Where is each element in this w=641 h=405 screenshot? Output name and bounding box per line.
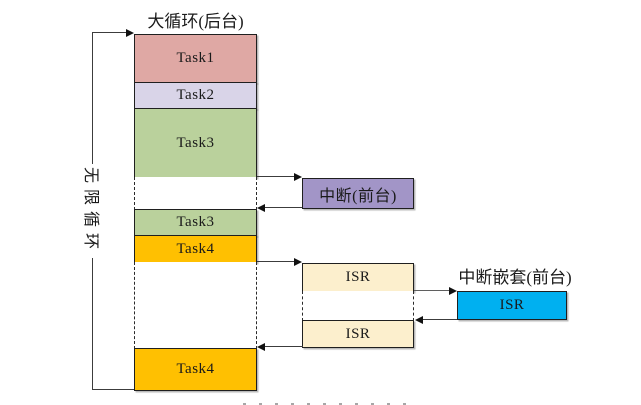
arrow-task3-to-interrupt-head-icon bbox=[294, 172, 302, 181]
isr-label: ISR bbox=[345, 325, 371, 342]
loop-bottom-line bbox=[92, 389, 134, 390]
interrupt-foreground-box: 中断(前台) bbox=[302, 178, 414, 209]
interrupted-gap-region bbox=[134, 177, 257, 210]
isr-box-1: ISR bbox=[302, 263, 414, 292]
nested-interrupt-title: 中断嵌套(前台) bbox=[458, 268, 572, 287]
loop-top-line bbox=[92, 32, 127, 33]
isr-label: ISR bbox=[345, 269, 371, 285]
arrow-nested-isr-return-line bbox=[421, 319, 457, 320]
task-label: Task2 bbox=[176, 87, 215, 103]
isr-label: ISR bbox=[499, 297, 525, 313]
task-label: Task3 bbox=[176, 134, 215, 151]
background-loop-title: 大循环(后台) bbox=[147, 12, 244, 31]
task-label: Task1 bbox=[176, 50, 215, 66]
cutoff-caption-fragment bbox=[243, 403, 408, 405]
infinite-loop-label: 无限循环 bbox=[81, 163, 105, 259]
arrow-isr-to-nested-isr-head-icon bbox=[449, 286, 457, 295]
task-box-task2: Task2 bbox=[134, 82, 257, 109]
arrow-isr-return-to-task4-line bbox=[263, 346, 303, 347]
arrow-isr-to-nested-isr-line bbox=[414, 290, 450, 291]
arrow-nested-isr-return-head-icon bbox=[415, 315, 423, 324]
interrupted-gap-region bbox=[134, 262, 257, 349]
task-box-task3: Task3 bbox=[134, 108, 257, 178]
arrow-interrupt-return-head-icon bbox=[257, 203, 265, 212]
isr-interrupted-gap-region bbox=[302, 291, 414, 321]
arrow-isr-return-to-task4-head-icon bbox=[257, 342, 265, 351]
arrow-task3-to-interrupt-line bbox=[257, 176, 297, 177]
task-label: Task4 bbox=[176, 240, 215, 257]
task-label: Task4 bbox=[176, 361, 215, 377]
arrow-task4-to-isr-head-icon bbox=[294, 257, 302, 266]
isr-box-2: ISR bbox=[302, 320, 414, 348]
arrow-task4-to-isr-line bbox=[257, 261, 297, 262]
task-label: Task3 bbox=[176, 214, 215, 230]
task-box-task3-resumed: Task3 bbox=[134, 209, 257, 236]
arrow-interrupt-return-line bbox=[263, 207, 302, 208]
task-box-task4: Task4 bbox=[134, 235, 257, 263]
nested-isr-box: ISR bbox=[457, 291, 567, 320]
task-box-task4-resumed: Task4 bbox=[134, 348, 257, 391]
interrupt-label: 中断(前台) bbox=[319, 187, 397, 205]
loop-top-arrowhead-icon bbox=[126, 28, 134, 37]
task-box-task1: Task1 bbox=[134, 34, 257, 83]
